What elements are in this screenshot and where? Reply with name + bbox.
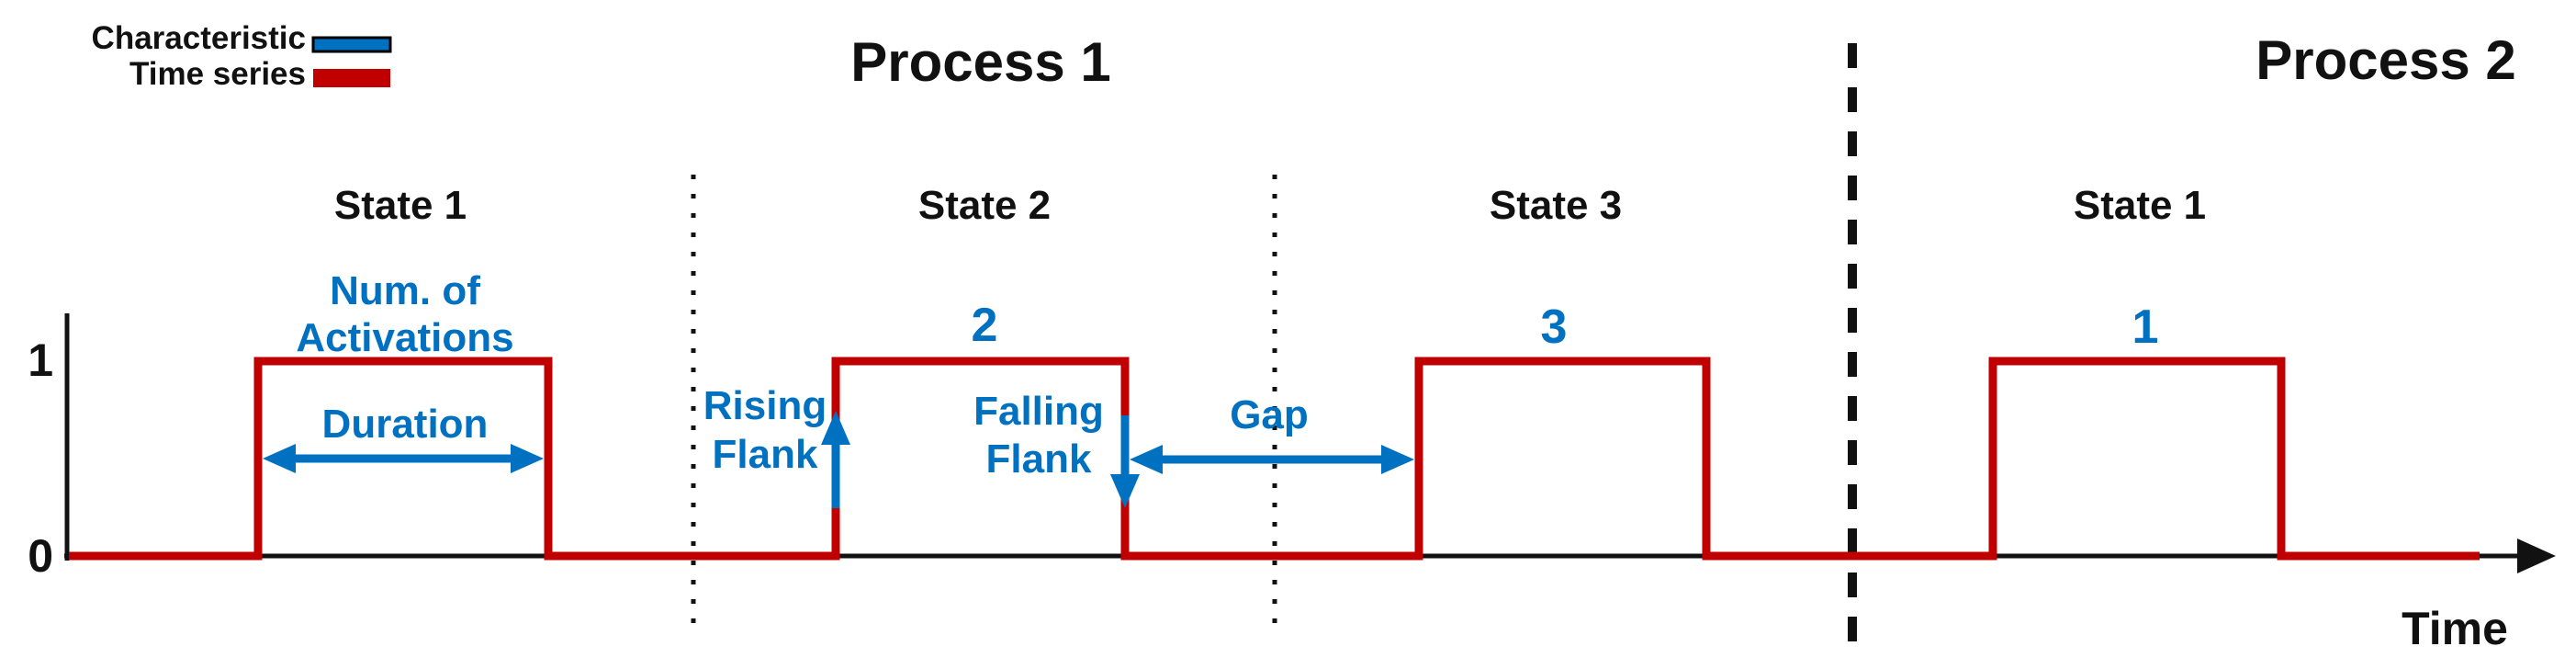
y-tick-high: 1	[28, 334, 53, 386]
falling-flank-label-line1: Falling	[973, 389, 1104, 434]
rising-flank-label-line1: Rising	[703, 383, 827, 428]
legend-characteristic-swatch	[311, 36, 392, 53]
process2-state-1-count: 1	[2132, 300, 2159, 354]
state-2-count: 2	[972, 299, 998, 352]
duration-label: Duration	[322, 402, 489, 447]
state-3-count: 3	[1541, 300, 1568, 354]
falling-flank-label-line2: Flank	[986, 437, 1092, 482]
falling-flank-arrow-icon	[1110, 415, 1140, 508]
time-series-line	[69, 357, 2480, 561]
num-activations-label-line1: Num. of	[330, 268, 480, 313]
process-2-title: Process 2	[2255, 29, 2516, 91]
y-tick-low: 0	[28, 530, 53, 582]
legend: Characteristic Time series	[92, 20, 392, 92]
time-axis-label: Time	[2402, 603, 2508, 654]
rising-flank-arrow-icon	[821, 411, 850, 508]
legend-characteristic-label: Characteristic	[92, 20, 306, 56]
process2-state-1-label: State 1	[2074, 183, 2206, 228]
rising-flank-label-line2: Flank	[713, 432, 818, 477]
legend-time-series-swatch	[313, 69, 390, 87]
x-axis-arrowhead-icon	[2517, 539, 2556, 573]
state-2-label: State 2	[918, 183, 1051, 228]
duration-arrow-icon	[263, 444, 544, 473]
process-1-title: Process 1	[850, 31, 1111, 93]
state-1-label: State 1	[334, 183, 467, 228]
num-activations-label-line2: Activations	[296, 315, 513, 360]
legend-time-series-label: Time series	[129, 56, 306, 92]
gap-label: Gap	[1230, 392, 1309, 437]
gap-arrow-icon	[1130, 445, 1414, 474]
state-3-label: State 3	[1490, 183, 1622, 228]
